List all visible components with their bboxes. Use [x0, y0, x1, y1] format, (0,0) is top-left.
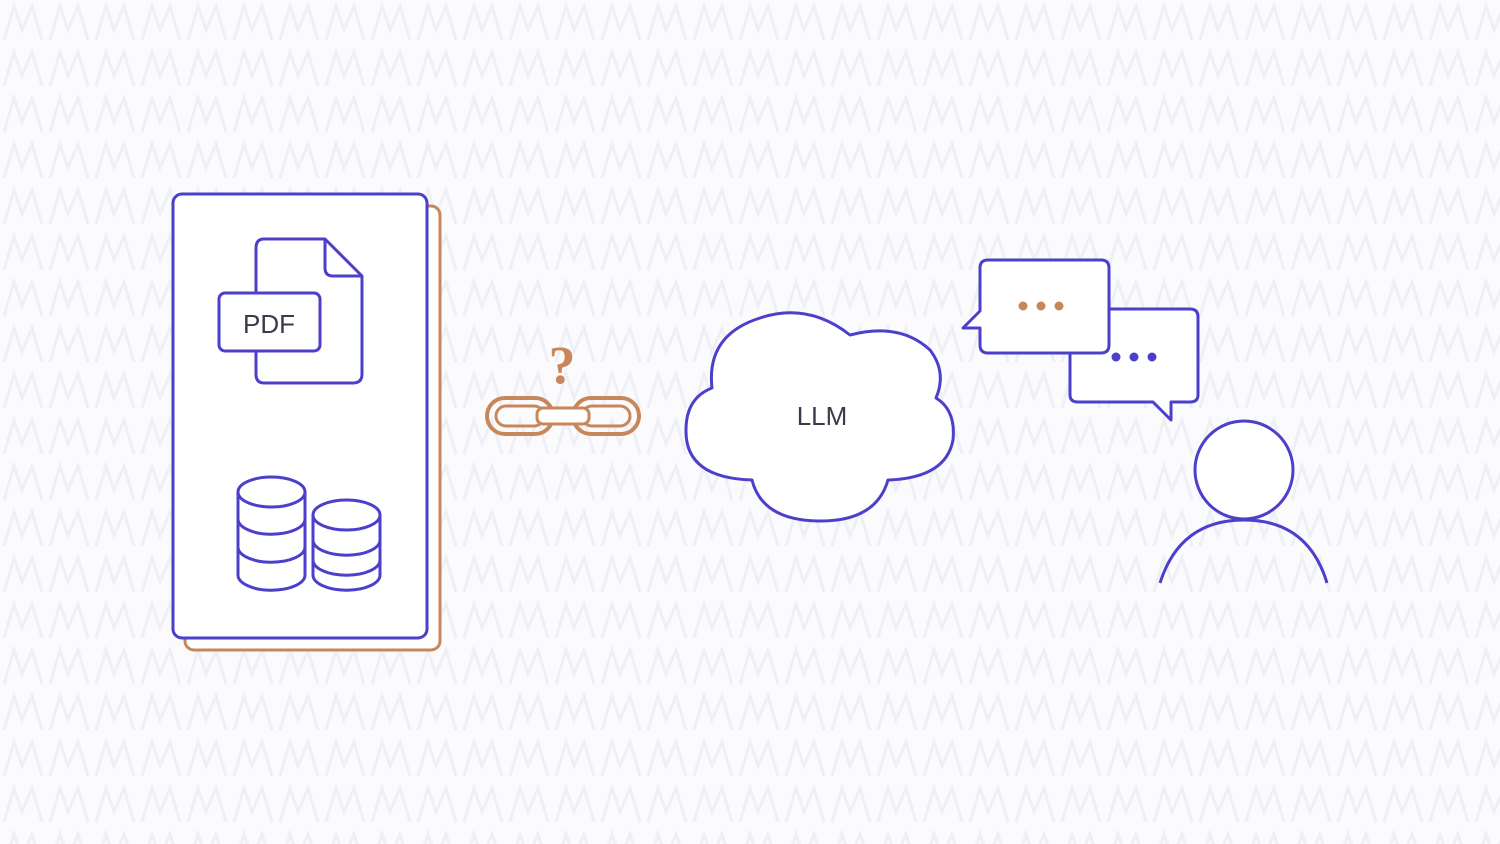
question-mark: ? [549, 335, 576, 395]
chat-bubbles-icon [961, 258, 1200, 422]
llm-label: LLM [797, 401, 848, 431]
pdf-badge [217, 291, 322, 353]
chain-link-icon [485, 396, 641, 436]
user-icon [1158, 419, 1329, 584]
database-icon [236, 475, 382, 592]
cloud-icon: LLM [684, 311, 955, 523]
document-panel: PDF [171, 192, 442, 652]
pdf-file-icon: PDF [217, 237, 364, 385]
pdf-label: PDF [243, 309, 295, 339]
